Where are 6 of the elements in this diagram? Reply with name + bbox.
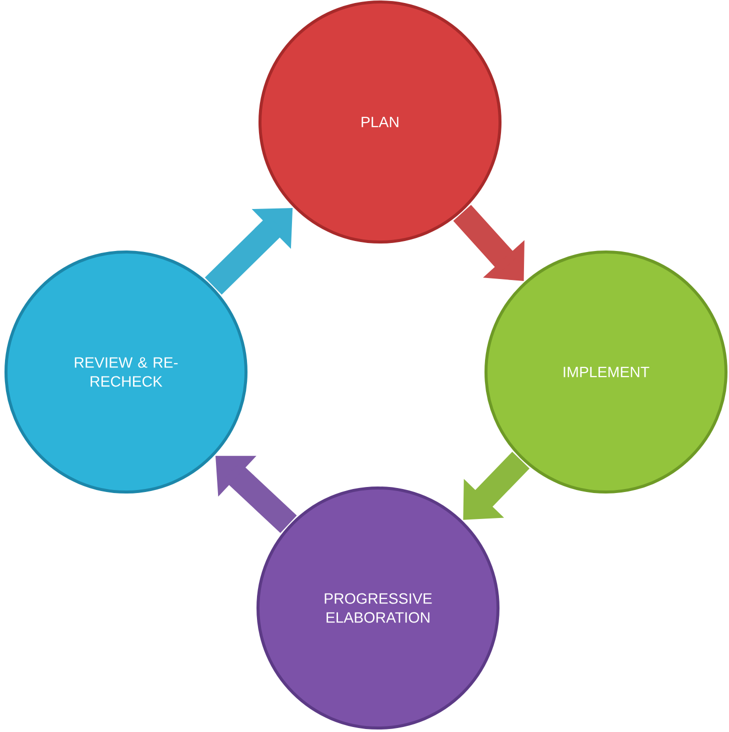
arrow [463, 452, 530, 520]
circle-node: PLAN [258, 0, 502, 244]
circle-node: IMPLEMENT [484, 250, 728, 494]
circle-node: PROGRESSIVE ELABORATION [256, 486, 500, 730]
arrow [216, 456, 297, 534]
circle-node: REVIEW & RE- RECHECK [4, 250, 248, 494]
